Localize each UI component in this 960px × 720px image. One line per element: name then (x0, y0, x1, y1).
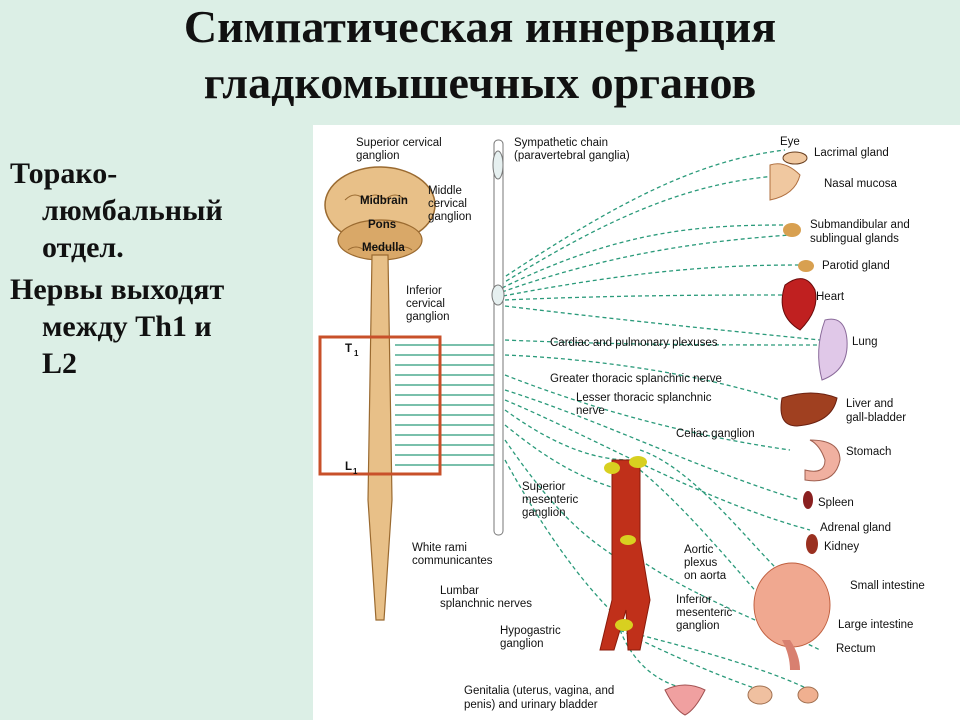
label-midbrain: Midbrain (360, 195, 408, 207)
submandibular-shape (783, 223, 801, 237)
label-submandibular-2: sublingual glands (810, 233, 899, 245)
label-inferior-mesenteric-1: Inferior (676, 594, 712, 606)
label-middle-cervical-1: Middle (428, 185, 462, 197)
side-p1-line1: Торако- (10, 157, 118, 190)
label-parotid: Parotid gland (822, 260, 890, 272)
label-heart: Heart (816, 291, 845, 303)
label-superior-cervical-1: Superior cervical (356, 137, 442, 149)
label-t1: T (345, 343, 352, 355)
label-superior-cervical-2: ganglion (356, 150, 399, 162)
eye-shape (782, 151, 808, 165)
spinal-cord (367, 254, 393, 621)
center-labels: Sympathetic chain (paravertebral ganglia… (464, 137, 755, 711)
label-white-rami-2: communicantes (412, 555, 493, 567)
label-kidney: Kidney (824, 541, 859, 553)
label-rectum: Rectum (836, 643, 876, 655)
segmental-nerves (395, 344, 498, 466)
label-l1: L (345, 461, 352, 473)
nerve-lines (499, 149, 821, 691)
sympathetic-chain (493, 139, 504, 536)
label-inferior-mesenteric-2: mesenteric (676, 607, 732, 619)
label-lacrimal: Lacrimal gland (814, 147, 889, 159)
label-lesser-splanchnic-2: nerve (576, 405, 605, 417)
left-labels: Superior cervical ganglion Midbrain Pons… (345, 137, 561, 650)
label-submandibular-1: Submandibular and (810, 219, 910, 231)
label-pons: Pons (368, 219, 396, 231)
label-stomach: Stomach (846, 446, 891, 458)
label-lesser-splanchnic-1: Lesser thoracic splanchnic (576, 392, 712, 404)
organ-shapes (664, 151, 848, 716)
label-aortic-2: plexus (684, 557, 717, 569)
label-liver-1: Liver and (846, 398, 893, 410)
title-line-2: гладкомышечных органов (203, 57, 757, 108)
label-genitalia-2: penis) and urinary bladder (464, 699, 598, 711)
label-middle-cervical-2: cervical (428, 198, 467, 210)
t1-l1-highlight-box (318, 335, 442, 476)
spleen-shape (803, 491, 813, 509)
side-p1-line2: люмбальный (42, 194, 223, 227)
label-lumbar-1: Lumbar (440, 585, 479, 597)
label-genitalia-1: Genitalia (uterus, vagina, and (464, 685, 614, 697)
label-eye: Eye (780, 136, 800, 148)
label-liver-2: gall-bladder (846, 412, 906, 424)
label-middle-cervical-3: ganglion (428, 211, 471, 223)
aorta-plexus (599, 456, 651, 651)
label-sympathetic-chain-1: Sympathetic chain (514, 137, 608, 149)
intestine-shape (753, 562, 831, 648)
label-spleen: Spleen (818, 497, 854, 509)
nose-shape (769, 163, 801, 201)
heart-shape (781, 278, 817, 331)
sympathetic-diagram-panel: Superior cervical ganglion Midbrain Pons… (313, 125, 960, 720)
rectum-shape (782, 640, 800, 670)
label-sympathetic-chain-2: (paravertebral ganglia) (514, 150, 630, 162)
label-lumbar-2: splanchnic nerves (440, 598, 532, 610)
uterus-shape (664, 684, 706, 716)
label-small-intestine: Small intestine (850, 580, 925, 592)
label-superior-mesenteric-2: mesenteric (522, 494, 578, 506)
bladder-shape (747, 685, 773, 705)
side-paragraph-1: Торако- люмбальный отдел. (10, 155, 310, 266)
label-inferior-cervical-1: Inferior (406, 285, 442, 297)
side-paragraph-2: Нервы выходят между Th1 и L2 (10, 271, 310, 382)
brain (324, 166, 436, 261)
liver-shape (780, 392, 838, 427)
label-hypogastric-2: ganglion (500, 638, 543, 650)
label-cardiac-plexuses: Cardiac and pulmonary plexuses (550, 337, 718, 349)
label-inferior-cervical-2: cervical (406, 298, 445, 310)
kidney-shape (806, 534, 818, 554)
label-adrenal: Adrenal gland (820, 522, 891, 534)
side-p2-line1: Нервы выходят (10, 273, 225, 306)
side-p2-line2: между Th1 и (42, 310, 212, 343)
label-aortic-1: Aortic (684, 544, 714, 556)
label-t1-subscript: 1 (354, 349, 359, 358)
slide-title: Симпатическая иннервация гладкомышечных … (0, 4, 960, 106)
label-nasal: Nasal mucosa (824, 178, 897, 190)
label-inferior-cervical-3: ganglion (406, 311, 449, 323)
penis-shape (797, 686, 819, 704)
label-l1-subscript: 1 (353, 467, 358, 476)
superior-cervical-ganglion (492, 150, 504, 180)
label-aortic-3: on aorta (684, 570, 727, 582)
inferior-cervical-ganglion (491, 284, 505, 306)
side-text: Торако- люмбальный отдел. Нервы выходят … (10, 155, 310, 387)
label-white-rami-1: White rami (412, 542, 467, 554)
sympathetic-diagram: Superior cervical ganglion Midbrain Pons… (318, 136, 925, 716)
label-lung: Lung (852, 336, 878, 348)
label-greater-splanchnic: Greater thoracic splanchnic nerve (550, 373, 722, 385)
parotid-shape (798, 260, 814, 272)
label-large-intestine: Large intestine (838, 619, 913, 631)
title-line-1: Симпатическая иннервация (183, 1, 777, 52)
label-hypogastric-1: Hypogastric (500, 625, 561, 637)
organ-labels: Eye Lacrimal gland Nasal mucosa Submandi… (780, 136, 925, 655)
label-superior-mesenteric-1: Superior (522, 481, 566, 493)
label-inferior-mesenteric-3: ganglion (676, 620, 719, 632)
label-celiac: Celiac ganglion (676, 428, 755, 440)
stomach-shape (804, 439, 841, 482)
label-medulla: Medulla (362, 242, 405, 254)
label-superior-mesenteric-3: ganglion (522, 507, 565, 519)
lung-shape (818, 318, 848, 381)
side-p1-line3: отдел. (42, 231, 124, 264)
side-p2-line3: L2 (42, 347, 78, 380)
